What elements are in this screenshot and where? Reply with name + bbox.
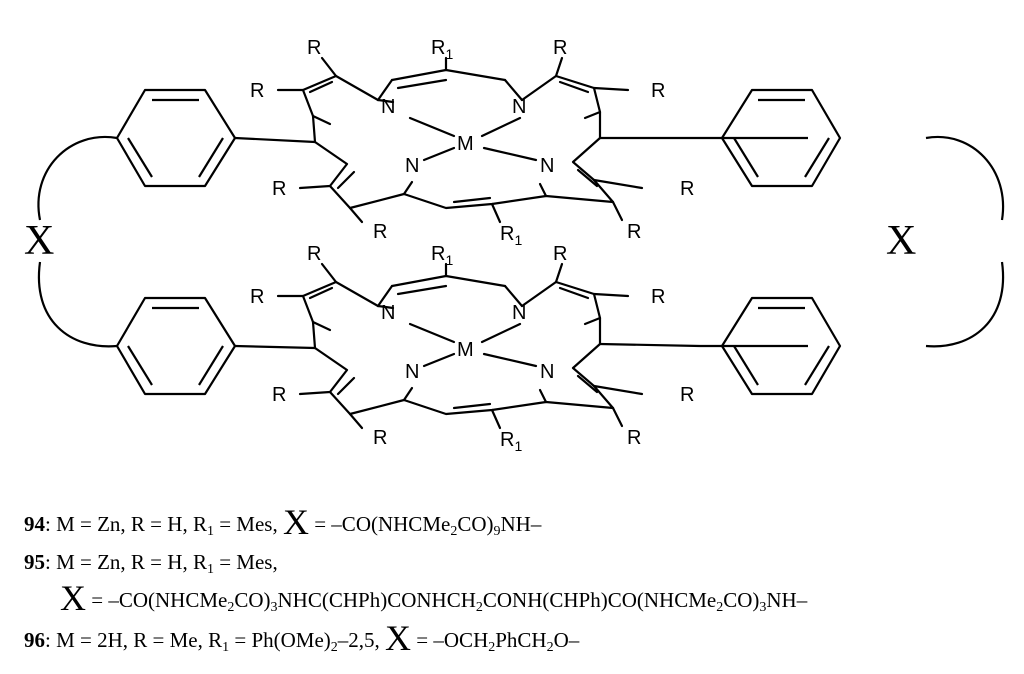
r1-value: = Mes, [213, 512, 283, 536]
compound-number: 94 [24, 512, 45, 536]
subscript: 1 [206, 562, 214, 577]
r1-value: –2,5, [337, 628, 386, 652]
compound-desc: : M = Zn, R = H, R [45, 550, 207, 574]
x-formula: NHC(CHPh)CONHCH [277, 588, 476, 612]
subscript: 3 [270, 600, 278, 615]
linker-x-right: X [886, 218, 916, 264]
x-formula: = –CO(NHCMe [308, 512, 451, 536]
r1-value: = Mes, [213, 550, 278, 574]
subscript: 2 [227, 600, 235, 615]
x-symbol: X [282, 502, 309, 542]
x-symbol: X [385, 618, 412, 658]
x-formula: CO) [723, 588, 760, 612]
x-formula: PhCH [495, 628, 547, 652]
subscript: 2 [488, 640, 496, 655]
subscript: 2 [546, 640, 554, 655]
compound-95-x-line: X = –CO(NHCMe2CO)3NHC(CHPh)CONHCH2CONH(C… [60, 580, 808, 616]
subscript: 1 [206, 524, 214, 539]
x-symbol: X [60, 578, 86, 618]
subscript: 2 [450, 524, 458, 539]
compound-96-line: 96: M = 2H, R = Me, R1 = Ph(OMe)2–2,5, X… [24, 620, 580, 656]
x-formula: CO) [234, 588, 271, 612]
compound-number: 96 [24, 628, 45, 652]
x-formula: CONH(CHPh)CO(NHCMe [482, 588, 717, 612]
meso-phenyl-bonds [234, 136, 808, 350]
compound-95-line: 95: M = Zn, R = H, R1 = Mes, [24, 548, 278, 577]
linker-x-left: X [24, 218, 54, 264]
subscript: 2 [716, 600, 724, 615]
x-formula: O– [553, 628, 580, 652]
subscript: 2 [330, 640, 338, 655]
compound-94-line: 94: M = Zn, R = H, R1 = Mes, X = –CO(NHC… [24, 504, 542, 540]
r1-value: = Ph(OMe) [229, 628, 331, 652]
x-formula: NH– [766, 588, 808, 612]
x-formula: = –CO(NHCMe [86, 588, 228, 612]
x-formula: NH– [500, 512, 542, 536]
linker-arcs [37, 135, 1005, 348]
x-formula: = –OCH [411, 628, 489, 652]
subscript: 2 [475, 600, 483, 615]
x-formula: CO) [457, 512, 494, 536]
compound-desc: : M = Zn, R = H, R [45, 512, 207, 536]
subscript: 1 [222, 640, 230, 655]
subscript: 3 [759, 600, 767, 615]
compound-number: 95 [24, 550, 45, 574]
subscript: 9 [493, 524, 501, 539]
compound-desc: : M = 2H, R = Me, R [45, 628, 223, 652]
